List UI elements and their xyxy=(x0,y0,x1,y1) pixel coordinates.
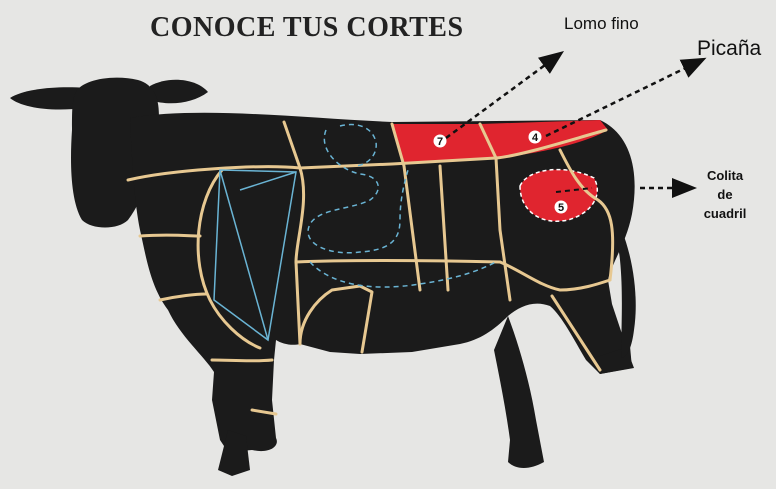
highlighted-cuts xyxy=(392,120,608,222)
svg-text:4: 4 xyxy=(532,132,539,144)
cut-seams xyxy=(126,120,615,416)
label-colita-line-2: de xyxy=(717,187,733,202)
inner-cut-outlines xyxy=(213,123,497,342)
cut-picana xyxy=(480,120,608,158)
arrow-lomo-fino xyxy=(445,51,565,140)
svg-text:5: 5 xyxy=(558,202,564,214)
label-colita-line-3: cuadril xyxy=(703,206,747,221)
page-title: CONOCE TUS CORTES xyxy=(150,12,464,43)
label-colita-de-cuadril: Colita de cuadril xyxy=(688,166,762,223)
label-colita-line-1: Colita xyxy=(706,168,744,183)
badge-colita: 5 xyxy=(554,200,568,214)
arrow-picana xyxy=(545,57,707,138)
badge-lomo-fino: 7 xyxy=(433,134,447,148)
callout-arrows xyxy=(445,51,707,198)
cow-silhouette xyxy=(10,77,636,476)
label-picana: Picaña xyxy=(697,37,762,60)
badge-picana: 4 xyxy=(528,130,542,144)
label-lomo-fino: Lomo fino xyxy=(564,14,639,33)
svg-text:7: 7 xyxy=(437,136,443,148)
